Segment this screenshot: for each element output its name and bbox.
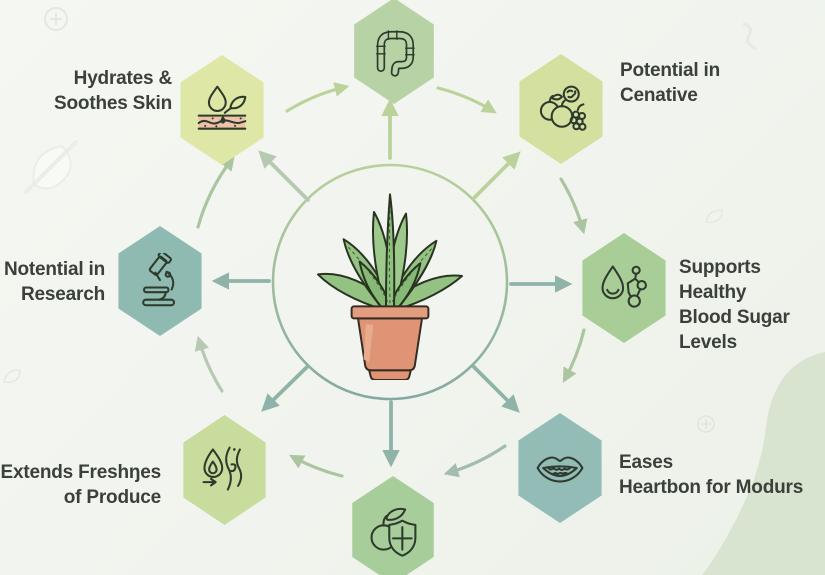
droplet-and-molecule-icon [601, 265, 647, 308]
label-line: Supports Healthy [679, 257, 761, 303]
fruits-and-microbe-icon [539, 85, 587, 131]
hexagon-immunity [352, 476, 434, 575]
water-drop-skin-leaf-icon [197, 85, 247, 130]
hexagon-research [118, 226, 202, 336]
label-freshness: Extends Freshŋes of Produce [0, 460, 162, 510]
label-line: Notential in [3, 259, 105, 280]
label-line: Soothes Skin [54, 93, 172, 114]
label-line: Potential in [620, 60, 720, 81]
ring-arrow-gut-to-cenative [436, 86, 497, 114]
ring-arrow-research-to-skin [196, 155, 235, 229]
ring-arrow-cenative-to-bloodsugar [559, 177, 588, 235]
label-line: Blood Sugar [679, 307, 790, 328]
ring-arrow-bloodsugar-to-heartburn [562, 328, 586, 383]
leaf-outline-topright [705, 209, 723, 224]
hexagon-blood-sugar [582, 233, 666, 343]
label-line: of Produce [63, 487, 161, 508]
circle-plus-badge-topleft [44, 7, 68, 31]
label-line: Levels [679, 332, 737, 353]
label-research: Notential in Research [2, 257, 105, 307]
ring-arrow-freshness-to-research [194, 335, 224, 393]
aloe-plant-illustration [310, 180, 470, 380]
circle-plus-badge-bottomright [697, 415, 715, 433]
leaf-outline-left [24, 140, 78, 194]
label-hydrates-skin: Hydrates & Soothes Skin [22, 66, 172, 116]
apple-and-shield-icon [370, 507, 417, 557]
label-line: Heartbon for Modurs [619, 477, 804, 498]
label-line: Extends Freshŋes [0, 462, 162, 483]
label-line: Eases [619, 452, 673, 473]
microscope-icon [142, 253, 176, 307]
flame-and-fresh-air-icon [202, 446, 242, 491]
ring-arrow-heartburn-to-immunity [443, 444, 507, 478]
hexagon-potential-cenative [519, 54, 603, 164]
hexagon-gut-health [354, 0, 434, 104]
hexagon-heartburn [518, 413, 602, 523]
label-heartburn: Eases Heartbon for Modurs [619, 450, 825, 500]
ring-arrow-skin-to-gut [285, 82, 350, 113]
leaf-outline-bottomleft [3, 369, 21, 384]
label-line: Hydrates & [73, 68, 173, 89]
label-line: Cenative [620, 85, 698, 106]
hexagon-hydrates-skin [180, 55, 264, 165]
squiggle-topright [742, 22, 757, 50]
ring-arrow-immunity-to-freshness [289, 454, 344, 478]
lips-icon [536, 456, 584, 483]
label-line: Research [21, 284, 105, 305]
radial-arrow-to-skin [258, 150, 310, 202]
intestine-icon [376, 30, 415, 77]
label-potential-cenative: Potential in Cenative [620, 58, 790, 108]
radial-arrow-to-freshness [261, 364, 310, 412]
label-blood-sugar: Supports Healthy Blood Sugar Levels [679, 255, 825, 355]
radial-arrow-to-cenative [472, 151, 521, 200]
radial-arrow-to-heartburn [472, 365, 520, 413]
hexagon-freshness [183, 415, 266, 525]
